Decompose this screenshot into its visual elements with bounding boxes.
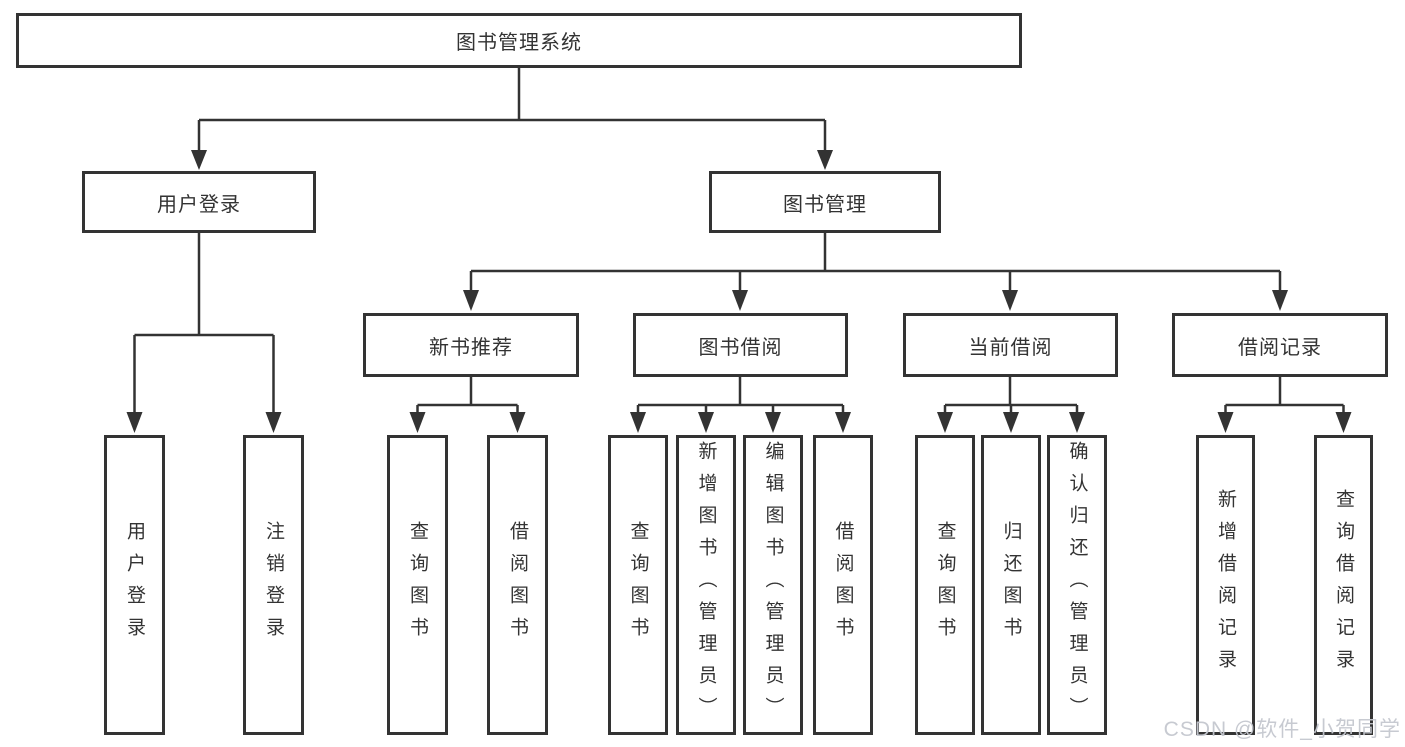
node-leaf-logout: 注销登录 — [243, 435, 304, 735]
node-label: 借阅图书 — [507, 521, 528, 649]
node-label: 确认归还（管理员） — [1066, 441, 1088, 729]
node-book-borrowing: 图书借阅 — [633, 313, 848, 377]
node-current-borrowing: 当前借阅 — [903, 313, 1118, 377]
node-label: 图书管理系统 — [456, 32, 582, 54]
node-root-library-management-system: 图书管理系统 — [16, 13, 1022, 68]
node-label: 归还图书 — [1000, 521, 1022, 649]
connector-book-borrowing-to-leaves — [630, 377, 851, 433]
node-label: 查询图书 — [407, 521, 428, 649]
node-leaf-borrow-books-borrowing: 借阅图书 — [813, 435, 873, 735]
node-label: 借阅图书 — [832, 521, 854, 649]
node-label: 用户登录 — [157, 193, 241, 216]
connector-root-to-level2 — [191, 68, 833, 170]
node-leaf-return-books: 归还图书 — [981, 435, 1041, 735]
node-leaf-add-borrow-record: 新增借阅记录 — [1196, 435, 1255, 735]
node-new-book-recommend: 新书推荐 — [363, 313, 579, 377]
node-leaf-borrow-books-recommend: 借阅图书 — [487, 435, 548, 735]
node-label: 查询图书 — [934, 521, 956, 649]
node-leaf-query-books-recommend: 查询图书 — [387, 435, 448, 735]
node-leaf-query-books-borrowing: 查询图书 — [608, 435, 668, 735]
node-leaf-query-borrow-record: 查询借阅记录 — [1314, 435, 1373, 735]
node-label: 新增借阅记录 — [1215, 489, 1236, 681]
node-label: 新增图书（管理员） — [695, 441, 717, 729]
csdn-watermark: CSDN @软件_小贺同学 — [1163, 718, 1401, 741]
node-label: 图书管理 — [783, 193, 867, 216]
connector-current-borrowing-to-leaves — [937, 377, 1085, 433]
node-label: 查询借阅记录 — [1333, 489, 1354, 681]
node-leaf-query-books-current: 查询图书 — [915, 435, 975, 735]
node-leaf-add-books-admin: 新增图书（管理员） — [676, 435, 736, 735]
node-user-login: 用户登录 — [82, 171, 316, 233]
node-label: 当前借阅 — [968, 336, 1053, 359]
node-leaf-edit-books-admin: 编辑图书（管理员） — [743, 435, 803, 735]
node-borrow-records: 借阅记录 — [1172, 313, 1388, 377]
node-label: 图书借阅 — [698, 336, 783, 359]
node-label: 编辑图书（管理员） — [762, 441, 784, 729]
node-leaf-user-login: 用户登录 — [104, 435, 165, 735]
connector-book-management-to-level3 — [463, 233, 1288, 311]
connector-user-login-to-leaves — [126, 233, 282, 433]
node-leaf-confirm-return-admin: 确认归还（管理员） — [1047, 435, 1107, 735]
node-label: 用户登录 — [124, 521, 145, 649]
node-label: 新书推荐 — [429, 336, 513, 359]
node-label: 借阅记录 — [1238, 336, 1322, 359]
node-label: 注销登录 — [263, 521, 284, 649]
connector-new-book-recommend-to-leaves — [409, 377, 526, 433]
connector-borrow-records-to-leaves — [1217, 377, 1352, 433]
node-label: 查询图书 — [627, 521, 649, 649]
node-book-management: 图书管理 — [709, 171, 941, 233]
